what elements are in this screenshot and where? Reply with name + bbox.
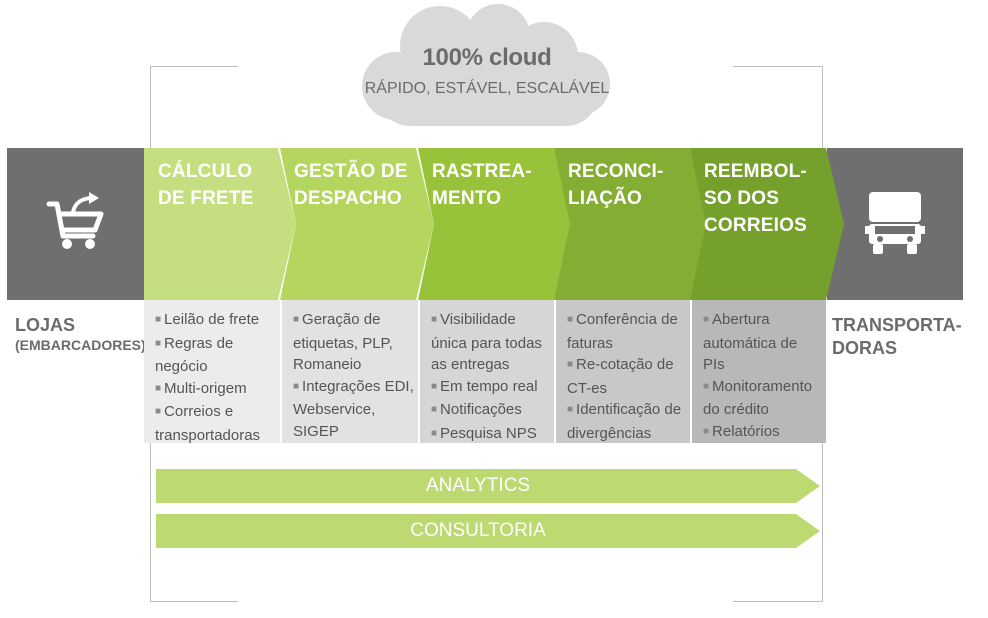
carriers-label-line2: DORAS bbox=[832, 337, 898, 358]
stage-title-line: DESPACHO bbox=[294, 188, 402, 209]
bracket-right-bottom bbox=[733, 601, 823, 602]
list-item: ■Pesquisa NPS bbox=[431, 424, 537, 442]
analytics-arrow bbox=[156, 469, 820, 503]
list-item: ■Visibilidade única para todas as entreg… bbox=[431, 311, 542, 373]
carriers-label: TRANSPORTA- DORAS bbox=[832, 314, 962, 359]
stage-1-details: ■Leilão de frete ■Regras de negócio ■Mul… bbox=[144, 300, 280, 444]
stage-arrow-2 bbox=[280, 148, 434, 300]
stage-title-line: REEMBOL- bbox=[704, 161, 807, 182]
stage-rastreamento: RASTREA- MENTO bbox=[418, 148, 572, 300]
list-item: ■Notificações bbox=[431, 401, 522, 418]
list-item: ■Identificação de divergências bbox=[567, 401, 682, 442]
stage-arrow-3 bbox=[418, 148, 572, 300]
carriers-label-line1: TRANSPORTA- bbox=[832, 315, 962, 335]
stores-label: LOJAS (EMBARCADORES) bbox=[15, 314, 146, 354]
consultoria-label: CONSULTORIA bbox=[410, 520, 546, 541]
stage-title-line: SO DOS bbox=[704, 188, 780, 209]
stage-title-line: CORREIOS bbox=[704, 215, 807, 236]
stores-block bbox=[7, 148, 165, 300]
carriers-block bbox=[827, 148, 963, 300]
list-item: ■Em tempo real bbox=[431, 377, 538, 395]
stage-title-line: MENTO bbox=[432, 188, 502, 209]
list-item: ■Geração de etiquetas, PLP, Romaneio bbox=[293, 311, 393, 373]
stage-arrow-4 bbox=[554, 148, 708, 300]
stage-title-line: LIAÇÃO bbox=[568, 188, 643, 209]
list-item: ■Regras de negócio bbox=[155, 334, 234, 376]
stage-reembolso-dos-correios: REEMBOL- SO DOS CORREIOS bbox=[690, 148, 844, 300]
stage-arrow-1 bbox=[144, 148, 296, 300]
cloud-icon bbox=[362, 4, 610, 126]
list-item: ■Correios e transportadoras bbox=[155, 403, 261, 444]
list-item: ■Abertura automática de PIs bbox=[703, 311, 798, 373]
consultoria-bar: CONSULTORIA bbox=[156, 514, 820, 548]
stage-5-details: ■Abertura automática de PIs ■Monitoramen… bbox=[692, 300, 826, 443]
bracket-left-bottom bbox=[150, 601, 238, 602]
cloud-subtitle: RÁPIDO, ESTÁVEL, ESCALÁVEL bbox=[364, 80, 610, 97]
stage-title-line: CÁLCULO bbox=[158, 161, 253, 182]
list-item: ■Leilão de frete bbox=[155, 311, 260, 328]
list-item: ■Relatórios bbox=[703, 422, 780, 440]
stores-label-line1: LOJAS bbox=[15, 315, 76, 335]
stage-4-details: ■Conferência de faturas ■Re-cotação de C… bbox=[556, 300, 690, 443]
bracket-right-top bbox=[733, 66, 823, 67]
analytics-label: ANALYTICS bbox=[425, 475, 531, 496]
bracket-left-top bbox=[150, 66, 238, 67]
stores-label-line2: (EMBARCADORES) bbox=[15, 336, 146, 353]
stage-title-line: GESTÃO DE bbox=[294, 161, 408, 182]
list-item: ■Re-cotação de CT-es bbox=[567, 356, 674, 397]
stage-title-line: DE FRETE bbox=[158, 188, 254, 209]
list-item: ■Conferência de faturas bbox=[567, 311, 678, 352]
stage-reconciliacao: RECONCI- LIAÇÃO bbox=[554, 148, 708, 300]
stage-title-line: RASTREA- bbox=[432, 161, 532, 182]
list-item: ■Monitoramento do crédito bbox=[703, 377, 813, 419]
list-item: ■Multi-origem bbox=[155, 379, 247, 397]
analytics-bar: ANALYTICS bbox=[156, 469, 820, 503]
stage-2-details: ■Geração de etiquetas, PLP, Romaneio ■In… bbox=[282, 300, 418, 443]
consultoria-arrow bbox=[156, 514, 820, 548]
stage-calculo-de-frete: CÁLCULO DE FRETE bbox=[144, 148, 296, 300]
stage-gestao-de-despacho: GESTÃO DE DESPACHO bbox=[280, 148, 434, 300]
cloud-title: 100% cloud bbox=[422, 44, 552, 71]
truck-icon bbox=[865, 192, 925, 254]
stage-title-line: RECONCI- bbox=[568, 161, 664, 182]
list-item: ■Integrações EDI, Webservice, SIGEP bbox=[293, 377, 414, 440]
shopping-cart-icon bbox=[46, 192, 104, 249]
stage-arrow-5 bbox=[690, 148, 844, 300]
stage-3-details: ■Visibilidade única para todas as entreg… bbox=[420, 300, 554, 443]
